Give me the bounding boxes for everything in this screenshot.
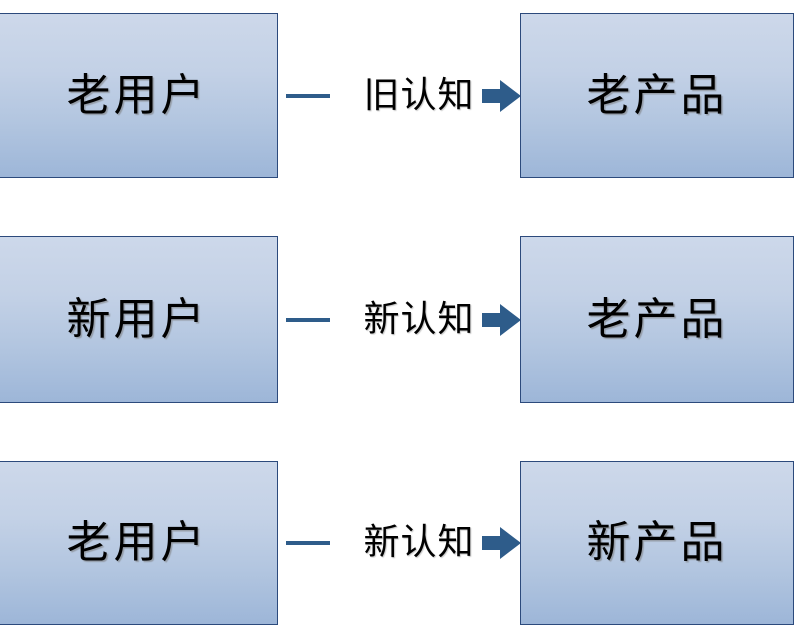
connector-label: 新认知 [363,522,475,563]
source-node-label: 老用户 [66,69,208,121]
connector[interactable]: 旧认知 [286,68,522,124]
target-node[interactable]: 老产品 [520,236,800,410]
connector-line [286,541,330,545]
target-node-label: 新产品 [586,517,728,568]
arrow-right-icon [482,79,522,113]
diagram-row: 新用户 新认知 老产品 [0,236,800,410]
source-node-label: 新用户 [66,293,208,345]
diagram-row: 老用户 新认知 新产品 [0,461,800,632]
target-node-label: 老产品 [586,69,728,121]
connector-line [286,317,330,322]
connector-line [286,93,330,98]
source-node[interactable]: 老用户 [0,13,285,185]
connector-label: 旧认知 [363,74,475,116]
target-node[interactable]: 新产品 [520,461,800,632]
target-node[interactable]: 老产品 [520,13,800,185]
connector[interactable]: 新认知 [286,515,522,571]
connector-label: 新认知 [363,298,475,340]
target-node-label: 老产品 [586,293,728,345]
diagram-row: 老用户 旧认知 老产品 [0,13,800,185]
arrow-right-icon [482,526,522,560]
arrow-right-icon [482,303,522,337]
source-node[interactable]: 老用户 [0,461,285,632]
connector[interactable]: 新认知 [286,292,522,348]
source-node[interactable]: 新用户 [0,236,285,410]
source-node-label: 老用户 [66,517,208,568]
